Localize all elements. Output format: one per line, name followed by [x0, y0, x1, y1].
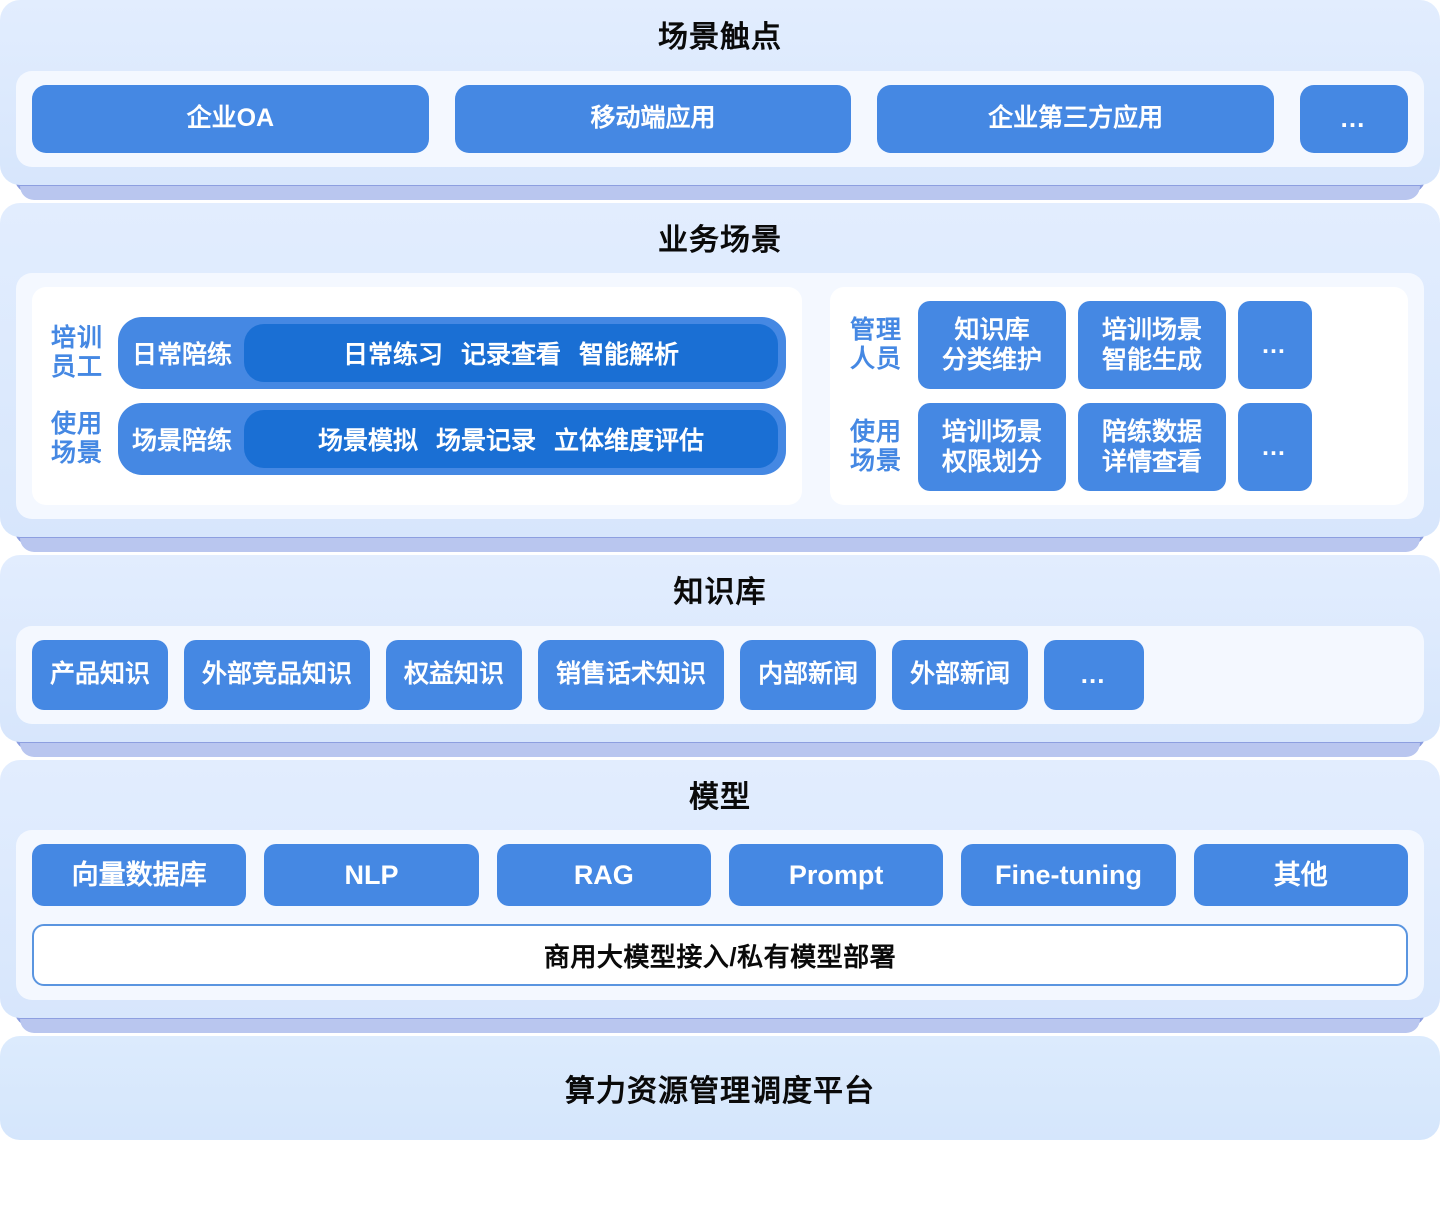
layer-title-compute-platform: 算力资源管理调度平台 [565, 1075, 875, 1108]
model-deployment-banner: 商用大模型接入/私有模型部署 [32, 924, 1408, 986]
model-row: 向量数据库 NLP RAG Prompt Fine-tuning 其他 [32, 844, 1408, 906]
role-label-training-staff: 培训 员工 [48, 324, 106, 382]
sub-item-record-view[interactable]: 记录查看 [461, 341, 562, 369]
business-row-admin-staff: 管理 人员 知识库 分类维护 [846, 301, 1392, 389]
layer-knowledge-base: 知识库 产品知识 外部竞品知识 权益知识 销售话术知识 内部新闻 外部新闻 … [0, 555, 1440, 757]
sub-item-scenario-simulation[interactable]: 场景模拟 [317, 427, 418, 455]
kb-external-competitor-knowledge[interactable]: 外部竞品知识 [184, 639, 371, 710]
role-label-usage-scenario: 使用 场景 [48, 410, 106, 468]
kb-internal-news[interactable]: 内部新闻 [740, 639, 877, 710]
role-label-line1: 使用 [849, 418, 902, 447]
capsule-inner-group: 场景模拟 场景记录 立体维度评估 [244, 410, 778, 468]
role-label-line1: 培训 [50, 324, 103, 353]
model-prompt[interactable]: Prompt [728, 844, 944, 906]
card-line2: 分类维护 [941, 346, 1042, 374]
card-line2: 智能生成 [1101, 346, 1202, 374]
knowledge-panel: 产品知识 外部竞品知识 权益知识 销售话术知识 内部新闻 外部新闻 … [16, 625, 1424, 724]
touchpoint-more-icon[interactable]: … [1300, 84, 1409, 153]
model-fine-tuning[interactable]: Fine-tuning [961, 844, 1176, 906]
usage-more-icon[interactable]: … [1238, 403, 1312, 491]
kb-external-news[interactable]: 外部新闻 [892, 639, 1029, 710]
kb-more-icon[interactable]: … [1044, 639, 1145, 710]
touchpoint-enterprise-oa[interactable]: 企业OA [32, 84, 429, 153]
business-left-group: 培训 员工 日常陪练 日常练习 记录查看 智能解析 [32, 287, 802, 505]
model-vector-database[interactable]: 向量数据库 [32, 844, 247, 906]
card-line1: 培训场景 [941, 417, 1042, 446]
capsule-main-label: 日常陪练 [132, 341, 233, 369]
capsule-scenario-practice[interactable]: 场景陪练 场景模拟 场景记录 立体维度评估 [118, 403, 786, 475]
card-line2: 权限划分 [941, 448, 1042, 476]
sub-item-scenario-record[interactable]: 场景记录 [436, 427, 537, 455]
role-label-line1: 使用 [50, 410, 103, 439]
card-practice-data-detail[interactable]: 陪练数据 详情查看 [1078, 403, 1226, 491]
card-line1: 陪练数据 [1101, 417, 1202, 446]
touchpoint-mobile-app[interactable]: 移动端应用 [454, 84, 852, 153]
layer-compute-platform: 算力资源管理调度平台 [0, 1036, 1440, 1140]
touchpoints-panel: 企业OA 移动端应用 企业第三方应用 … [16, 70, 1424, 167]
business-row-usage-scenario: 使用 场景 场景陪练 场景模拟 场景记录 立体维度评估 [48, 403, 786, 475]
model-rag[interactable]: RAG [496, 844, 711, 906]
role-label-usage-scenario-admin: 使用 场景 [846, 418, 906, 476]
business-row-usage-scenario-admin: 使用 场景 培训场景 权限划分 [846, 403, 1392, 491]
card-line1: 知识库 [954, 315, 1030, 344]
business-panel: 培训 员工 日常陪练 日常练习 记录查看 智能解析 [16, 273, 1424, 519]
role-label-line2: 场景 [50, 439, 103, 467]
knowledge-row: 产品知识 外部竞品知识 权益知识 销售话术知识 内部新闻 外部新闻 … [32, 639, 1408, 710]
business-row-training-staff: 培训 员工 日常陪练 日常练习 记录查看 智能解析 [48, 317, 786, 389]
card-training-scenario-permission[interactable]: 培训场景 权限划分 [918, 403, 1066, 491]
sub-item-smart-analysis[interactable]: 智能解析 [579, 341, 680, 369]
sub-item-multidimensional-evaluation[interactable]: 立体维度评估 [554, 427, 705, 455]
model-panel: 向量数据库 NLP RAG Prompt Fine-tuning 其他 商用大模… [16, 830, 1424, 1000]
layer-title-model: 模型 [689, 780, 751, 814]
layer-title-knowledge-base: 知识库 [673, 576, 767, 609]
capsule-inner-group: 日常练习 记录查看 智能解析 [244, 324, 778, 382]
card-training-scenario-generation[interactable]: 培训场景 智能生成 [1078, 301, 1226, 389]
model-nlp[interactable]: NLP [264, 844, 479, 906]
sub-item-daily-exercise[interactable]: 日常练习 [342, 341, 443, 369]
layer-business-scenarios: 业务场景 培训 员工 日常陪练 [0, 202, 1440, 552]
card-line2: 详情查看 [1101, 448, 1202, 476]
kb-benefits-knowledge[interactable]: 权益知识 [386, 639, 523, 710]
role-label-line2: 人员 [849, 345, 902, 373]
role-label-line2: 场景 [849, 447, 902, 475]
kb-sales-script-knowledge[interactable]: 销售话术知识 [538, 639, 725, 710]
card-knowledge-base-classification[interactable]: 知识库 分类维护 [918, 301, 1066, 389]
capsule-main-label: 场景陪练 [132, 427, 233, 455]
layer-title-scene-touchpoints: 场景触点 [658, 21, 782, 54]
role-label-admin-staff: 管理 人员 [846, 316, 906, 374]
layer-model: 模型 向量数据库 NLP RAG Prompt Fine-tuning 其他 商… [0, 759, 1440, 1033]
role-label-line1: 管理 [849, 316, 902, 345]
card-line1: 培训场景 [1101, 315, 1202, 344]
capsule-daily-practice[interactable]: 日常陪练 日常练习 记录查看 智能解析 [118, 317, 786, 389]
layer-title-business-scenarios: 业务场景 [658, 223, 782, 257]
layer-scene-touchpoints: 场景触点 企业OA 移动端应用 企业第三方应用 … [0, 0, 1440, 200]
touchpoint-third-party-app[interactable]: 企业第三方应用 [877, 84, 1275, 153]
touchpoints-row: 企业OA 移动端应用 企业第三方应用 … [32, 84, 1409, 153]
model-other[interactable]: 其他 [1193, 844, 1408, 906]
role-label-line2: 员工 [50, 353, 103, 381]
kb-product-knowledge[interactable]: 产品知识 [32, 639, 169, 710]
business-right-group: 管理 人员 知识库 分类维护 [830, 287, 1408, 505]
admin-more-icon[interactable]: … [1238, 301, 1312, 389]
